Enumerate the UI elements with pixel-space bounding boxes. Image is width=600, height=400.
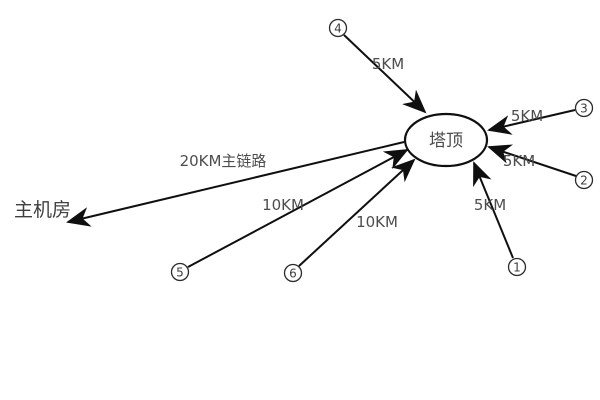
station-node-5: 5	[170, 262, 190, 282]
station-circle-3	[574, 98, 594, 118]
edge-labels: 20KM主链路 5KM 5KM 5KM 5KM 10KM 10KM	[180, 55, 544, 231]
edge-label-station-4: 5KM	[372, 55, 404, 73]
edge-label-station-5: 10KM	[262, 196, 304, 214]
edge-main-link	[66, 141, 405, 227]
edge-station-4	[343, 34, 427, 114]
station-node-2: 2	[574, 170, 594, 190]
station-circle-2	[574, 170, 594, 190]
edges	[66, 34, 577, 268]
edge-station-2	[487, 144, 577, 177]
edge-label-main-link: 20KM主链路	[180, 152, 267, 170]
tower-node: 塔顶	[403, 112, 489, 168]
tower-ellipse	[403, 112, 489, 168]
edge-station-1	[473, 161, 514, 259]
main-room-label: 主机房	[14, 199, 71, 221]
station-node-6: 6	[283, 263, 303, 283]
station-circle-5	[170, 262, 190, 282]
station-circle-4	[328, 18, 348, 38]
station-node-3: 3	[574, 98, 594, 118]
station-node-1: 1	[507, 257, 527, 277]
edge-station-5	[187, 149, 409, 268]
edge-station-3	[487, 109, 576, 135]
edge-station-6	[298, 158, 416, 267]
station-circle-6	[283, 263, 303, 283]
edge-label-station-1: 5KM	[474, 196, 506, 214]
station-digit-5: 5	[176, 266, 184, 280]
station-nodes: 1 2 3 4 5 6	[170, 18, 594, 283]
station-digit-1: 1	[513, 261, 521, 275]
station-digit-3: 3	[580, 102, 588, 116]
edge-label-station-3: 5KM	[511, 107, 543, 125]
station-digit-6: 6	[289, 267, 297, 281]
tower-label: 塔顶	[429, 131, 463, 151]
edge-label-station-6: 10KM	[356, 213, 398, 231]
station-node-4: 4	[328, 18, 348, 38]
station-circle-1	[507, 257, 527, 277]
station-digit-4: 4	[334, 22, 342, 36]
edge-label-station-2: 5KM	[503, 152, 535, 170]
station-digit-2: 2	[580, 174, 588, 188]
